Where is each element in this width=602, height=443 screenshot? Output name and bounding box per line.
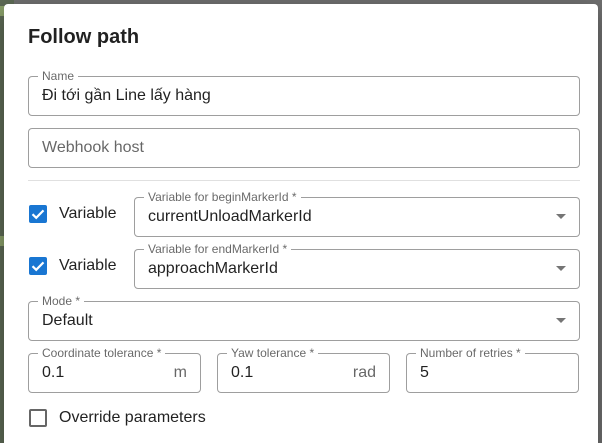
dialog-title: Follow path [28, 26, 140, 48]
begin-marker-variable-checkbox[interactable] [29, 205, 47, 223]
number-of-retries-field[interactable]: Number of retries * 5 [406, 345, 579, 393]
begin-marker-variable-label: Variable [59, 205, 117, 222]
name-field-value: Đi tới gần Line lấy hàng [42, 87, 211, 104]
divider [28, 180, 580, 181]
yaw-tolerance-field[interactable]: Yaw tolerance * 0.1 rad [217, 345, 390, 393]
follow-path-dialog: Follow path Name Đi tới gần Line lấy hàn… [4, 4, 598, 443]
arrow-drop-down-icon [556, 214, 566, 219]
override-parameters-checkbox[interactable] [29, 409, 47, 427]
coordinate-tolerance-label: Coordinate tolerance * [38, 345, 166, 361]
end-marker-variable-label: Variable [59, 257, 117, 274]
mode-select-value: Default [42, 312, 93, 329]
check-icon [31, 261, 45, 272]
arrow-drop-down-icon [556, 318, 566, 323]
begin-marker-select-value: currentUnloadMarkerId [148, 208, 312, 225]
yaw-tolerance-label: Yaw tolerance * [227, 345, 319, 361]
end-marker-variable-checkbox[interactable] [29, 257, 47, 275]
end-marker-select-label: Variable for endMarkerId * [144, 241, 292, 257]
begin-marker-select-label: Variable for beginMarkerId * [144, 189, 301, 205]
yaw-tolerance-unit: rad [352, 364, 376, 381]
arrow-drop-down-icon [556, 266, 566, 271]
begin-marker-select[interactable]: Variable for beginMarkerId * currentUnlo… [134, 189, 580, 237]
coordinate-tolerance-unit: m [173, 364, 187, 381]
coordinate-tolerance-value: 0.1 [42, 364, 65, 381]
end-marker-select-value: approachMarkerId [148, 260, 278, 277]
end-marker-select[interactable]: Variable for endMarkerId * approachMarke… [134, 241, 580, 289]
mode-select-label: Mode * [38, 293, 85, 309]
coordinate-tolerance-field[interactable]: Coordinate tolerance * 0.1 m [28, 345, 201, 393]
check-icon [31, 209, 45, 220]
name-field-label: Name [38, 68, 79, 84]
webhook-host-placeholder: Webhook host [42, 139, 144, 156]
webhook-host-field[interactable]: Webhook host [28, 128, 580, 168]
mode-select[interactable]: Mode * Default [28, 293, 580, 341]
yaw-tolerance-value: 0.1 [231, 364, 254, 381]
override-parameters-label: Override parameters [59, 409, 206, 426]
number-of-retries-value: 5 [420, 364, 429, 381]
number-of-retries-label: Number of retries * [416, 345, 525, 361]
name-field[interactable]: Name Đi tới gần Line lấy hàng [28, 68, 580, 116]
